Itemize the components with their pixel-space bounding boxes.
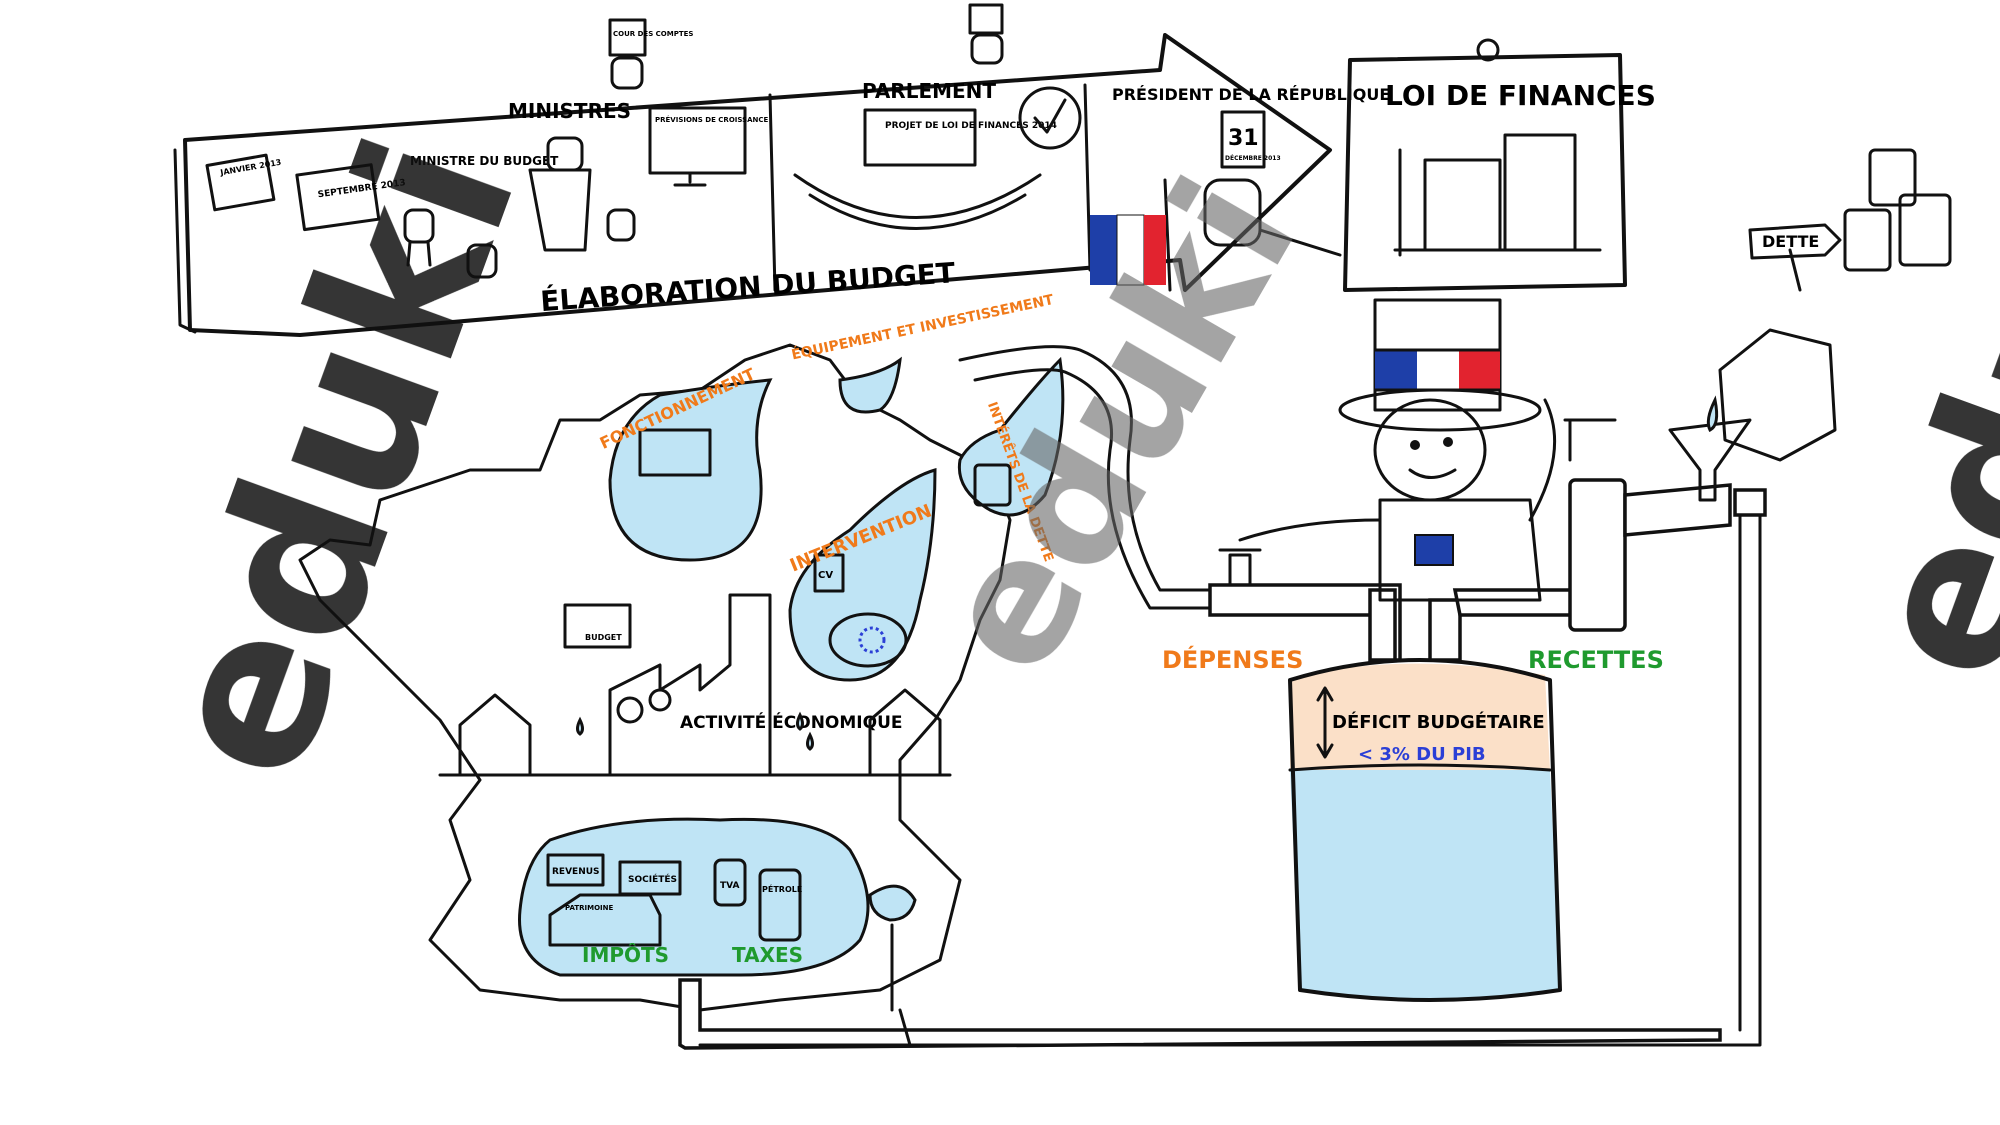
impots-label: IMPÔTS	[582, 943, 669, 967]
rain-drops-icon	[576, 711, 814, 751]
activite-label: ACTIVITÉ ÉCONOMIQUE	[680, 711, 903, 733]
president-figure	[1203, 178, 1342, 257]
pump-icon	[1563, 418, 1732, 632]
ue-figure	[968, 3, 1004, 65]
loi-de-finances-board	[1343, 38, 1627, 292]
interets-dette-drop	[957, 356, 1065, 517]
svg-text:31: 31	[1228, 126, 1259, 151]
minister-figure-icon	[403, 208, 636, 279]
svg-text:COUR DES COMPTES: COUR DES COMPTES	[613, 30, 693, 38]
intervention-drop: CV	[788, 468, 937, 682]
jerrycan-icon	[1706, 328, 1837, 462]
taxes-label: TAXES	[732, 943, 803, 967]
loi-de-finances-title: LOI DE FINANCES	[1385, 79, 1656, 112]
president-label: PRÉSIDENT DE LA RÉPUBLIQUE	[1112, 85, 1390, 104]
ministre-du-budget-label: MINISTRE DU BUDGET	[410, 154, 559, 168]
growth-forecast-screen: PRÉVISIONS DE CROISSANCE	[648, 106, 769, 187]
calendar-december-icon: 31 DÉCEMBRE 2013	[1220, 110, 1281, 169]
pib-label: < 3% DU PIB	[1358, 744, 1486, 765]
svg-text:SOCIÉTÉS: SOCIÉTÉS	[628, 873, 677, 885]
svg-text:eduki: eduki	[899, 148, 1335, 705]
svg-text:CV: CV	[818, 570, 833, 581]
depenses-label: DÉPENSES	[1162, 645, 1303, 674]
svg-text:PRÉVISIONS DE CROISSANCE: PRÉVISIONS DE CROISSANCE	[655, 115, 769, 124]
france-map	[298, 343, 1012, 1012]
factory-icon: BUDGET	[563, 593, 772, 777]
parlement-label: PARLEMENT	[862, 79, 996, 103]
calendar-january-icon: JANVIER 2013	[205, 153, 282, 212]
dette-signpost: DETTE	[1748, 148, 1952, 292]
faucet-icon	[1218, 548, 1262, 587]
svg-text:DÉCEMBRE 2013: DÉCEMBRE 2013	[1225, 154, 1281, 162]
svg-text:ACTIVITÉ ÉCONOMIQUE: ACTIVITÉ ÉCONOMIQUE	[680, 711, 903, 733]
parliament-hemicycle-icon: PROJET DE LOI DE FINANCES 2014	[793, 86, 1082, 230]
banner-title: ÉLABORATION DU BUDGET	[539, 255, 956, 318]
recettes-label: RECETTES	[1528, 646, 1664, 674]
svg-text:PATRIMOINE: PATRIMOINE	[565, 904, 614, 912]
deficit-label: DÉFICIT BUDGÉTAIRE	[1332, 711, 1545, 733]
projet-loi-line: PROJET DE LOI DE FINANCES 2014	[885, 121, 1057, 131]
french-flag-icon	[1090, 178, 1172, 292]
svg-text:REVENUS: REVENUS	[552, 867, 600, 877]
tax-reservoir: REVENUS SOCIÉTÉS PATRIMOINE TVA PÉTROLE	[518, 817, 917, 1012]
houses-icon	[438, 688, 952, 777]
svg-text:PÉTROLE: PÉTROLE	[762, 883, 802, 894]
revenue-pipe	[678, 488, 1767, 1050]
lectern-icon	[528, 136, 592, 252]
svg-text:BUDGET: BUDGET	[585, 633, 622, 642]
svg-text:DETTE: DETTE	[1762, 232, 1819, 251]
svg-text:TVA: TVA	[720, 881, 739, 891]
funnel-icon	[1668, 418, 1752, 502]
fonctionnement-drop	[608, 378, 773, 562]
state-character	[1238, 298, 1557, 602]
budget-barrel	[1288, 658, 1562, 1002]
budget-process-banner	[173, 33, 1332, 337]
equipement-drop	[838, 356, 902, 414]
ministres-label: MINISTRES	[508, 99, 631, 123]
cour-des-comptes-figure: COUR DES COMPTES	[608, 18, 693, 90]
equipement-label: ÉQUIPEMENT ET INVESTISSEMENT	[790, 291, 1056, 363]
svg-text:eduki: eduki	[1820, 42, 2000, 707]
